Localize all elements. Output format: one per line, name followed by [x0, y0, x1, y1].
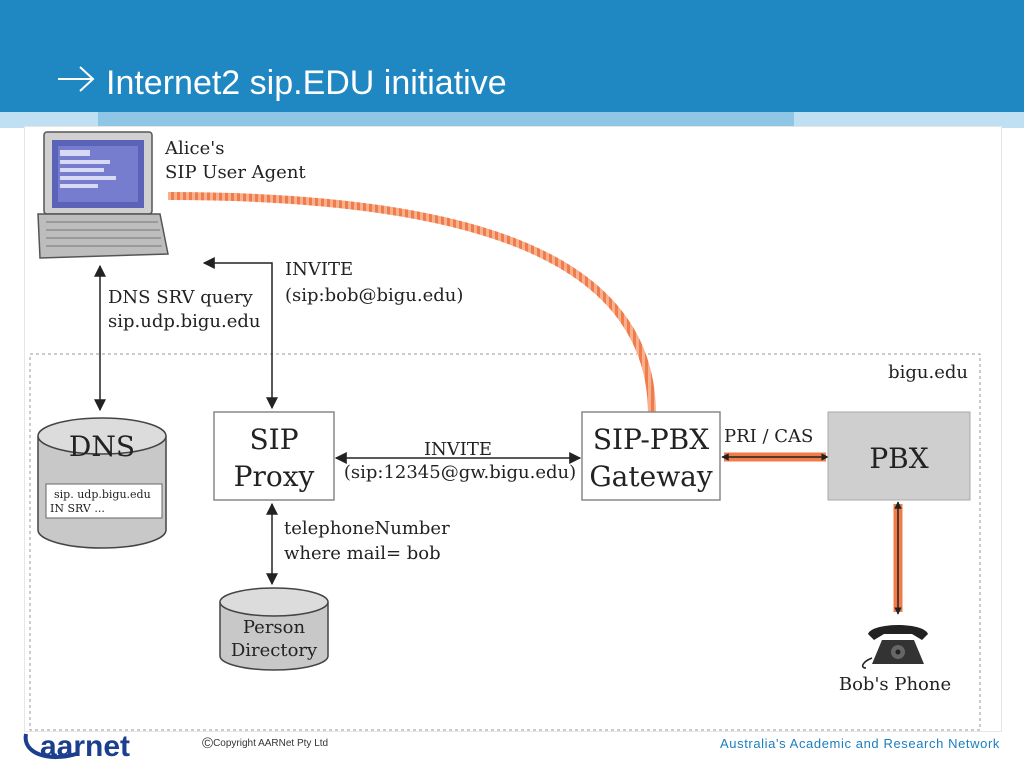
- bigu-domain-boundary: [29, 353, 981, 731]
- copyright-notice: ©Copyright AARNet Pty Ltd: [202, 735, 328, 752]
- media-path-alice-gateway: [167, 192, 656, 413]
- sip-proxy-box: [213, 411, 335, 501]
- dns-record-line2: IN SRV ...: [50, 502, 105, 515]
- lookup-line2: where mail= bob: [284, 543, 441, 564]
- slide-title: Internet2 sip.EDU initiative: [106, 64, 507, 102]
- copyright-text: Copyright AARNet Pty Ltd: [213, 738, 329, 749]
- dns-database: [37, 417, 167, 549]
- pbx-label: PBX: [869, 442, 928, 475]
- directory-line1: Person: [243, 617, 306, 638]
- footer-tagline: Australia's Academic and Research Networ…: [720, 736, 1000, 751]
- slide-header: [0, 0, 1024, 112]
- invite-top-line1: INVITE: [285, 259, 353, 280]
- laptop-icon: [37, 131, 169, 259]
- invite-top-line2: (sip:bob@bigu.edu): [285, 285, 463, 306]
- alice-label-line1: Alice's: [164, 138, 224, 159]
- domain-label: bigu.edu: [888, 362, 968, 383]
- aarnet-logo: aarnet: [23, 730, 130, 763]
- copyright-symbol: ©: [202, 735, 214, 752]
- directory-line2: Directory: [231, 640, 318, 661]
- person-directory-database: [219, 587, 329, 671]
- bob-phone-label: Bob's Phone: [839, 674, 951, 695]
- pbx-box: [827, 411, 971, 501]
- telephone-icon: [861, 625, 928, 669]
- invite-alice-proxy-arrow: [202, 257, 278, 410]
- dns-record-line1: sip. udp.bigu.edu: [54, 488, 151, 501]
- dns-query-line1: DNS SRV query: [108, 287, 254, 308]
- alice-label-line2: SIP User Agent: [165, 162, 306, 183]
- invite-mid-line1: INVITE: [424, 439, 492, 460]
- lookup-line1: telephoneNumber: [284, 518, 450, 539]
- sip-pbx-gateway-box: [581, 411, 721, 501]
- header-strip-accent: [98, 112, 794, 128]
- gateway-line2: Gateway: [589, 460, 713, 493]
- gateway-line1: SIP-PBX: [593, 423, 709, 456]
- invite-mid-line2: (sip:12345@gw.bigu.edu): [344, 462, 576, 483]
- sip-proxy-line1: SIP: [249, 423, 298, 456]
- title-arrow-icon: [58, 66, 95, 92]
- sip-proxy-line2: Proxy: [234, 460, 315, 493]
- dns-label: DNS: [69, 430, 135, 463]
- pri-cas-label: PRI / CAS: [724, 426, 813, 447]
- svg-text:aarnet: aarnet: [40, 730, 130, 763]
- dns-query-line2: sip.udp.bigu.edu: [108, 311, 260, 332]
